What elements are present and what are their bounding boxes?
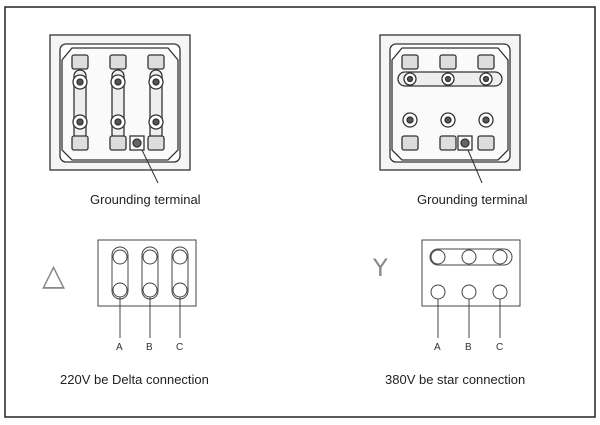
right-phase-c: C [496,342,504,353]
left-ground-label: Grounding terminal [90,192,201,207]
star-symbol: Y [373,254,388,282]
left-ground-pointer [141,149,159,184]
right-phase-a: A [434,342,441,353]
left-caption: 220V be Delta connection [60,372,209,387]
right-ground-label: Grounding terminal [417,192,528,207]
left-phase-b: B [146,342,153,353]
delta-symbol: △ [42,258,66,293]
right-terminal-box [379,34,521,184]
left-phase-c: C [176,342,184,353]
right-schematic [421,239,521,338]
right-caption: 380V be star connection [385,372,526,387]
outer-frame [4,6,596,418]
left-link-1 [71,54,89,151]
left-schematic [97,239,197,338]
right-ground-pointer [467,149,483,184]
left-phase-a: A [116,342,123,353]
left-link-2 [109,54,127,151]
left-terminal-box [49,34,191,184]
right-phase-b: B [465,342,472,353]
left-link-3 [147,54,165,151]
